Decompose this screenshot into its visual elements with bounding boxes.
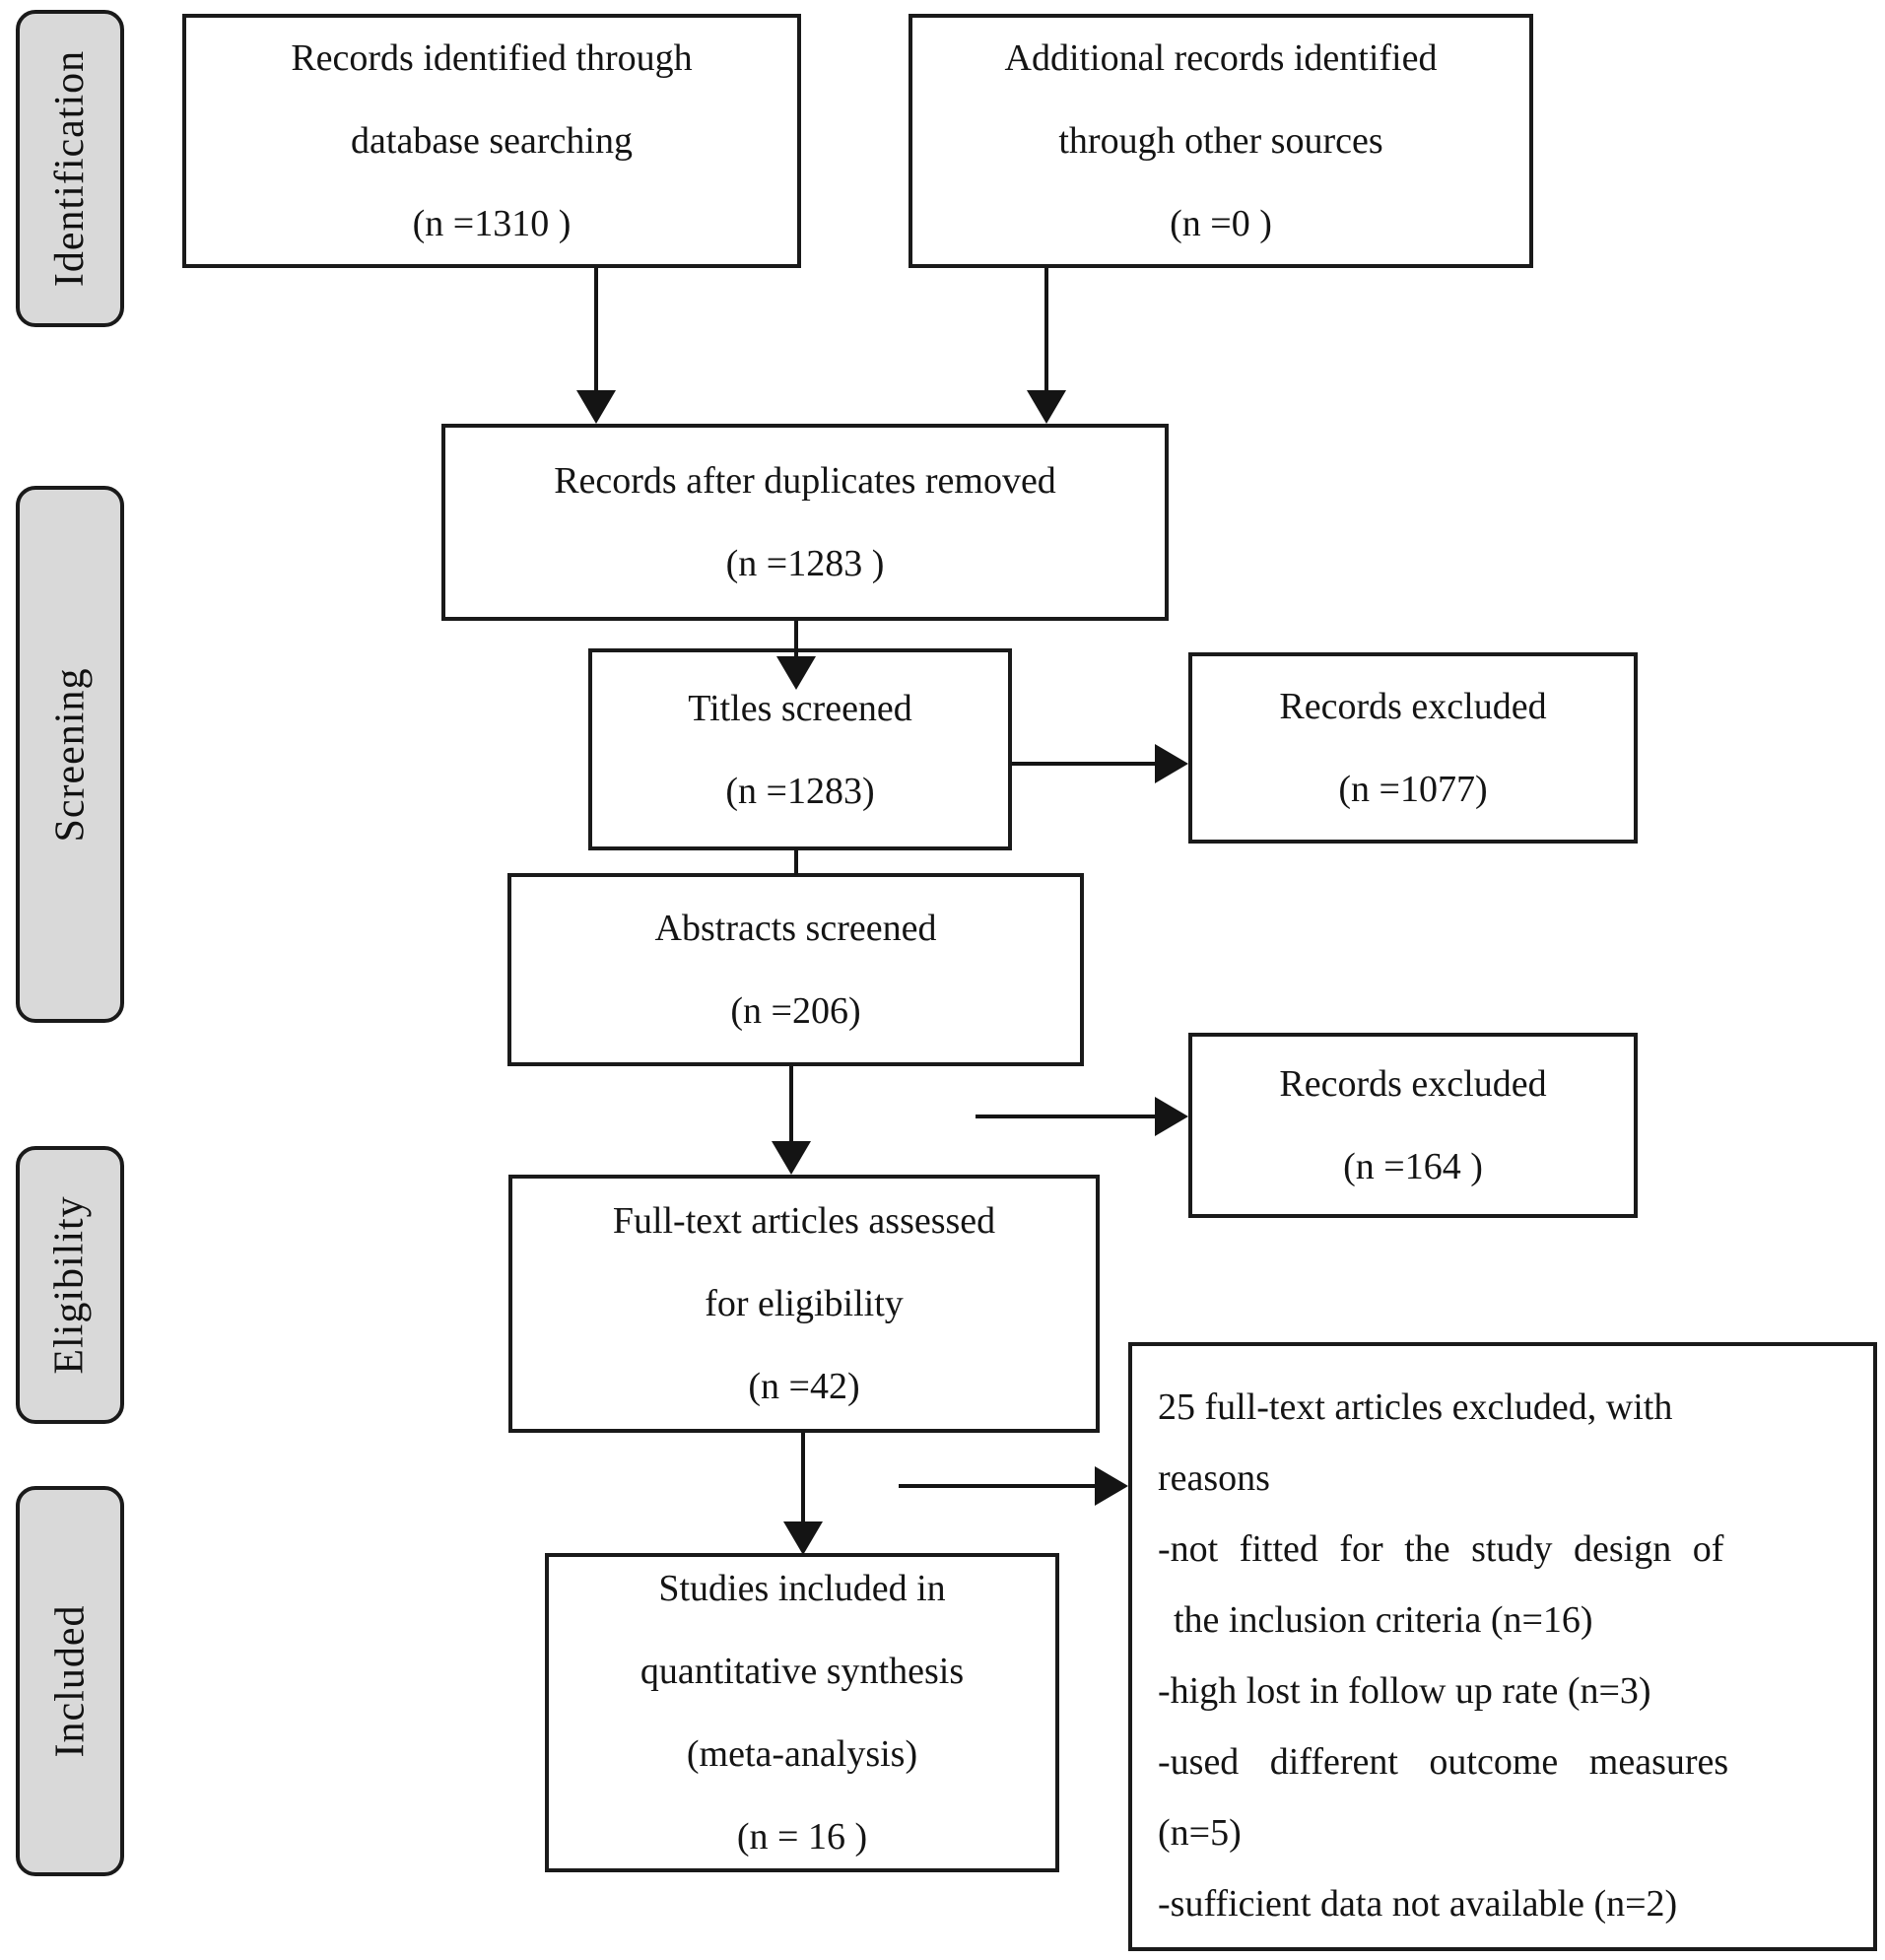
arrow-fulltext-to-included-line	[801, 1433, 805, 1523]
text-line: reasons	[1158, 1457, 1270, 1499]
text-line: for eligibility	[705, 1283, 904, 1324]
text-line: (n =1283)	[725, 770, 875, 812]
box-records-excluded-titles: Records excluded (n =1077)	[1188, 652, 1638, 844]
stage-label-identification: Identification	[16, 10, 124, 327]
arrow-abstracts-to-fulltext-line	[789, 1066, 793, 1143]
text-line: (n = 16 )	[736, 1816, 868, 1858]
box-records-identified: Records identified through database sear…	[182, 14, 801, 268]
box-fulltext-excluded-reasons: 25 full-text articles excluded, with rea…	[1128, 1342, 1877, 1951]
arrow-additional-to-duplicates-line	[1044, 268, 1048, 392]
stage-label-text: Identification	[47, 49, 93, 288]
arrow-titles-to-excluded-head	[1155, 744, 1188, 783]
text-line: -not fitted for the study design of	[1158, 1528, 1724, 1570]
text-line: Additional records identified	[1004, 37, 1438, 79]
box-after-duplicates: Records after duplicates removed (n =128…	[441, 424, 1169, 621]
box-additional-records: Additional records identified through ot…	[909, 14, 1533, 268]
stage-label-included: Included	[16, 1486, 124, 1876]
text-line: (n =1310 )	[412, 203, 572, 244]
text-line: Full-text articles assessed	[612, 1200, 996, 1242]
text-line: (n=5)	[1158, 1812, 1242, 1854]
text-line: (n =0 )	[1170, 203, 1272, 244]
text-line: (n =1077)	[1338, 769, 1488, 810]
stage-label-screening: Screening	[16, 486, 124, 1023]
box-records-excluded-abstracts: Records excluded (n =164 )	[1188, 1033, 1638, 1218]
arrow-duplicates-to-titles-line	[794, 621, 798, 660]
arrow-identified-to-duplicates-line	[594, 268, 598, 392]
stage-label-eligibility: Eligibility	[16, 1146, 124, 1424]
box-studies-included: Studies included in quantitative synthes…	[545, 1553, 1059, 1872]
text-line: Records excluded	[1279, 686, 1547, 727]
stage-label-text: Included	[47, 1604, 94, 1758]
text-line: Records after duplicates removed	[554, 460, 1056, 502]
text-line: Records identified through	[291, 37, 693, 79]
text-line: Titles screened	[688, 687, 912, 729]
arrow-to-excluded-reasons-head	[1095, 1466, 1128, 1506]
arrow-to-excluded-abstracts-line	[976, 1115, 1155, 1118]
text-line: -sufficient data not available (n=2)	[1158, 1883, 1678, 1925]
text-line: through other sources	[1058, 120, 1383, 162]
stage-label-text: Screening	[47, 667, 94, 842]
arrow-titles-to-excluded-line	[1012, 762, 1155, 766]
box-abstracts-screened: Abstracts screened (n =206)	[507, 873, 1084, 1066]
text-line: Records excluded	[1279, 1063, 1547, 1105]
arrow-duplicates-to-titles-head	[776, 656, 816, 690]
arrow-to-excluded-reasons-line	[899, 1484, 1095, 1488]
connector-titles-to-abstracts	[794, 848, 798, 875]
text-line: (n =42)	[748, 1366, 860, 1407]
text-line: the inclusion criteria (n=16)	[1174, 1599, 1593, 1641]
text-line: database searching	[351, 120, 633, 162]
text-line: quantitative synthesis	[640, 1651, 965, 1692]
text-line: Studies included in	[658, 1568, 946, 1609]
text-line: (n =164 )	[1343, 1146, 1483, 1187]
text-line: 25 full-text articles excluded, with	[1158, 1386, 1673, 1428]
arrow-to-excluded-abstracts-head	[1155, 1097, 1188, 1136]
arrow-additional-to-duplicates-head	[1027, 390, 1066, 424]
text-line: (n =1283 )	[725, 543, 885, 584]
text-line: -high lost in follow up rate (n=3)	[1158, 1670, 1651, 1712]
text-line: (meta-analysis)	[686, 1733, 918, 1775]
text-line: -used different outcome measures	[1158, 1741, 1729, 1783]
arrow-fulltext-to-included-head	[783, 1521, 823, 1555]
stage-label-text: Eligibility	[47, 1195, 93, 1375]
arrow-abstracts-to-fulltext-head	[772, 1141, 811, 1175]
box-fulltext-assessed: Full-text articles assessed for eligibil…	[508, 1175, 1100, 1433]
text-line: Abstracts screened	[654, 908, 937, 949]
text-line: (n =206)	[730, 990, 861, 1032]
arrow-identified-to-duplicates-head	[576, 390, 616, 424]
